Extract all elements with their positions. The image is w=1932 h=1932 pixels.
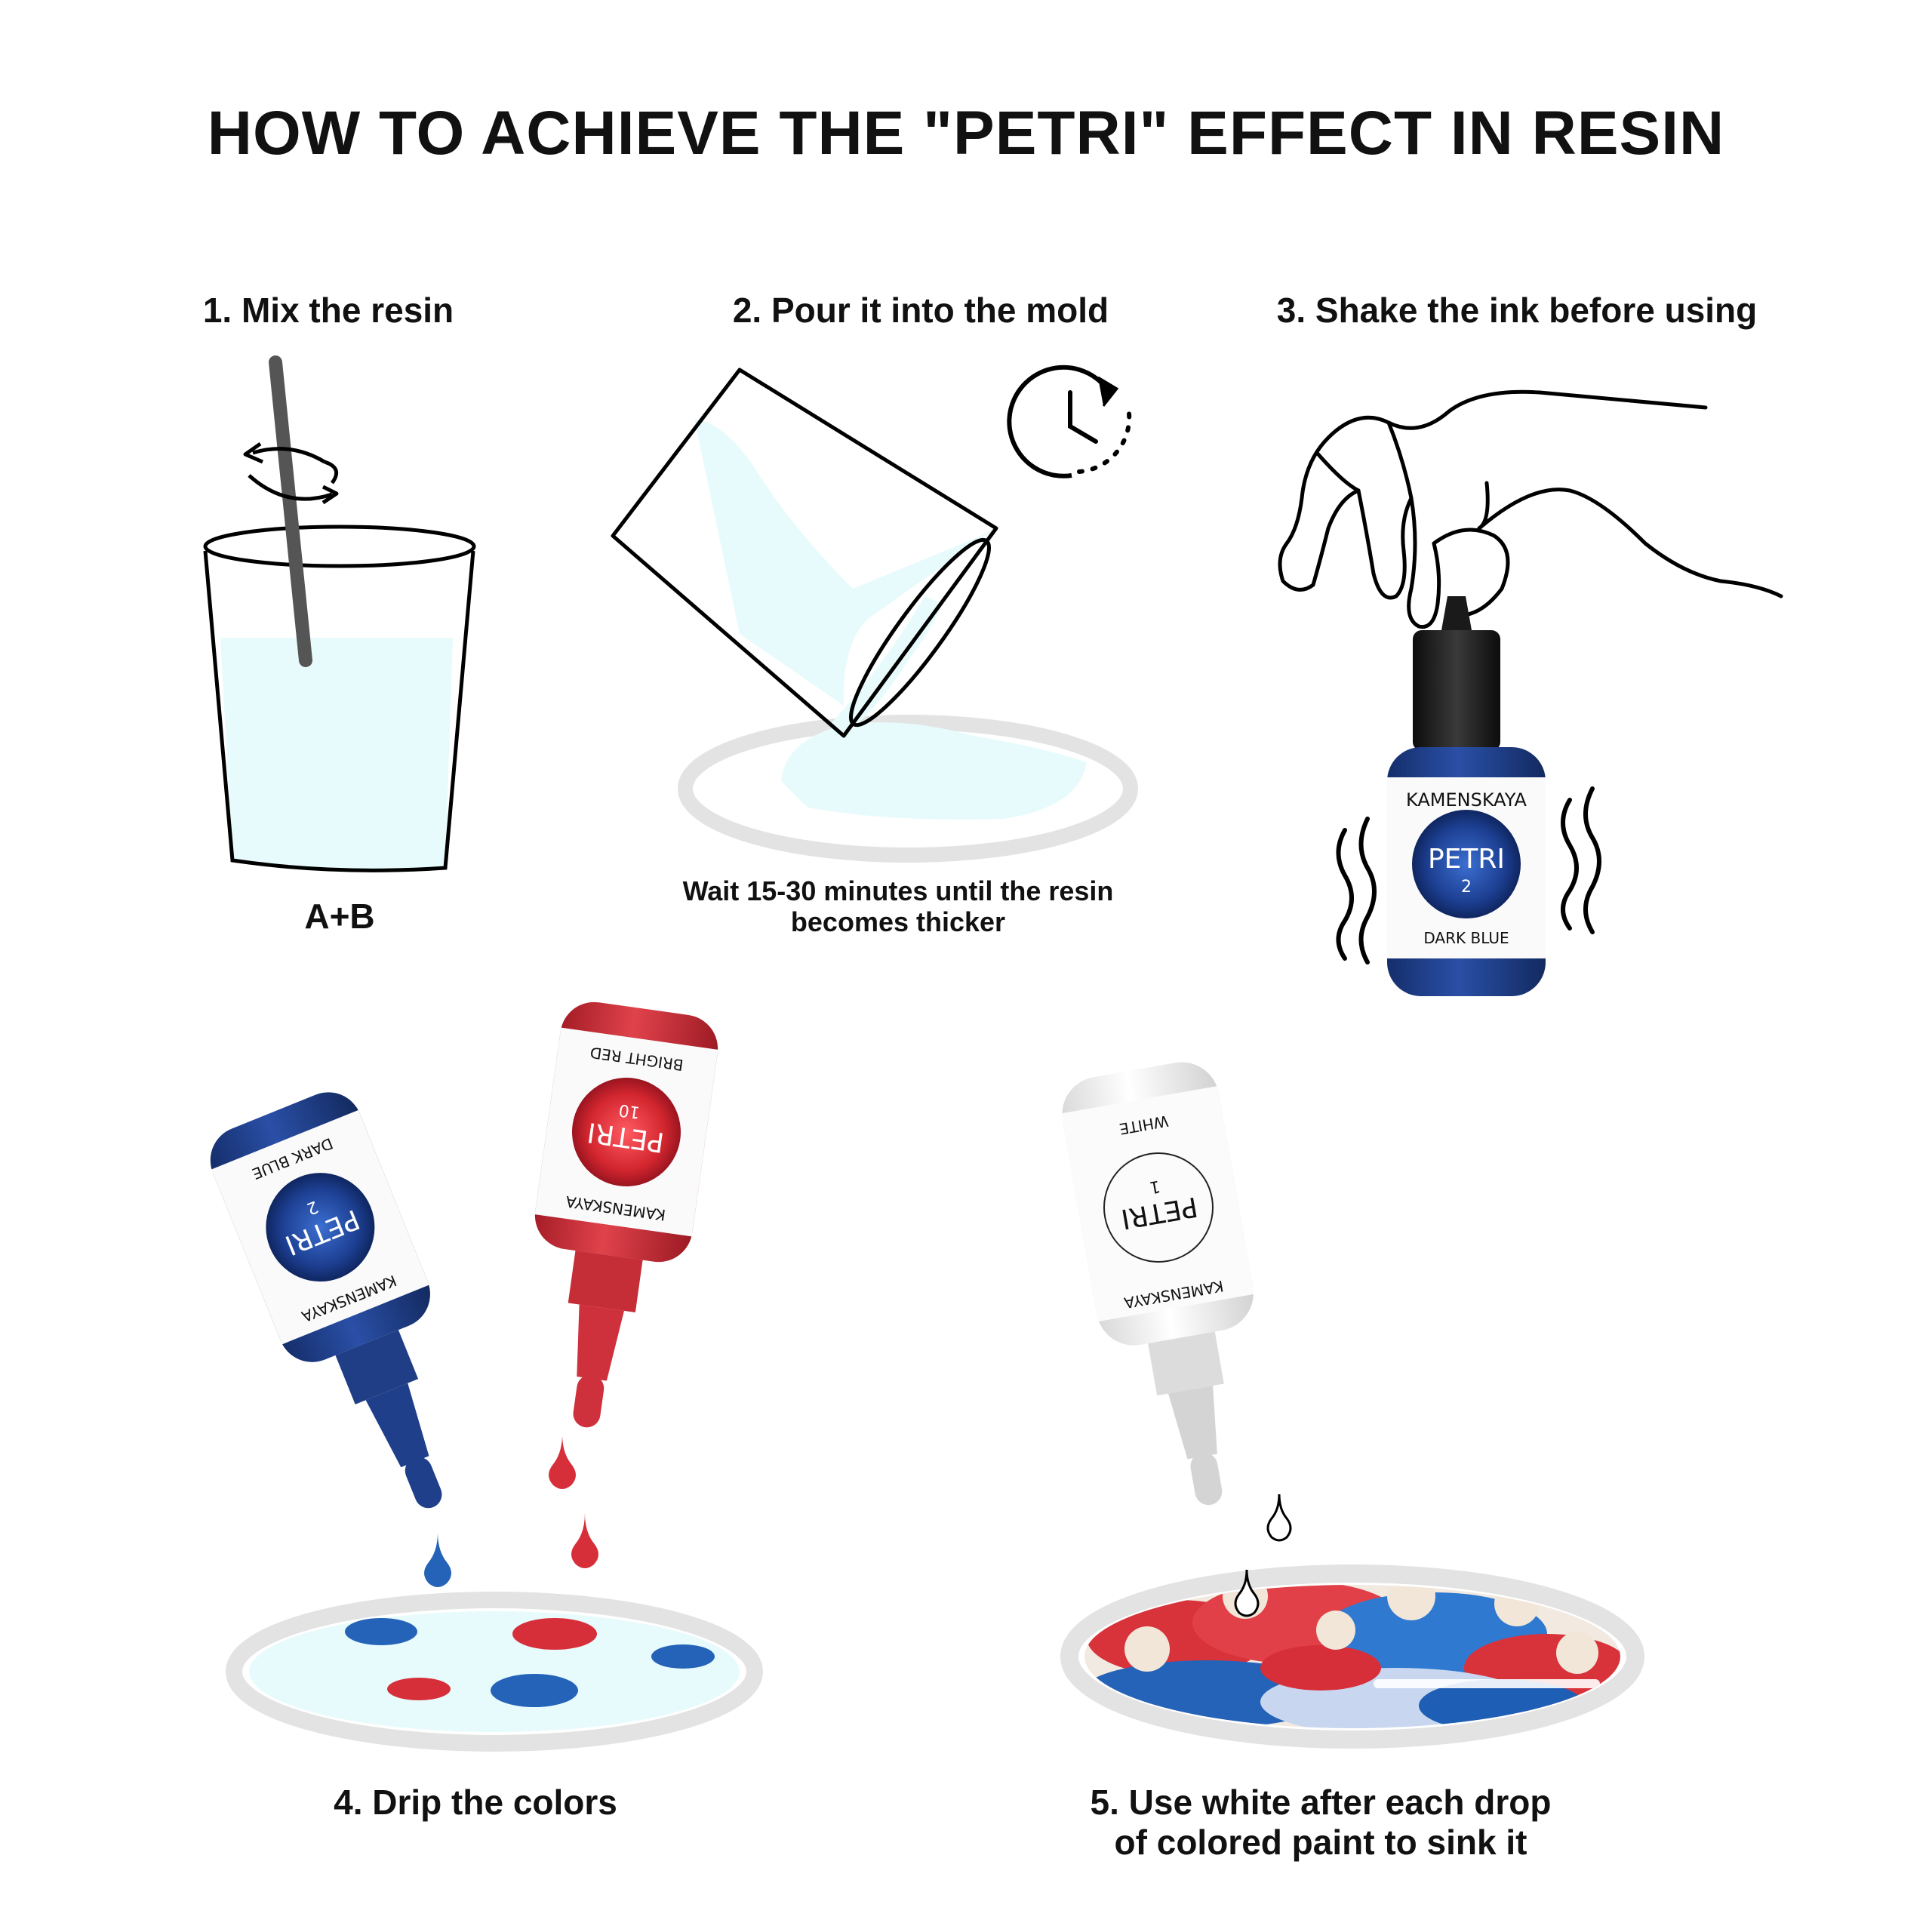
falling-red-drop [549,1434,576,1489]
red-drop-spot [387,1678,451,1700]
blue-drop-spot [651,1644,715,1669]
drip-colors-illustration: KAMENSKAYA PETRI 2 DARK BLUE KAMENSKAYA … [210,1001,763,1752]
bottle-brand: KAMENSKAYA [1406,789,1527,811]
bottle-nozzle [365,1383,429,1468]
petri-texture-circle [572,1078,681,1186]
resin-puddle [781,722,1087,820]
step-2-caption-line2: becomes thicker [790,906,1006,938]
dish-resin [249,1611,740,1732]
bottle-number: 10 [617,1100,641,1121]
cup-outline [203,550,475,872]
bottle-nozzle [577,1304,625,1381]
dark-blue-bottle-tilted: KAMENSKAYA PETRI 2 DARK BLUE [210,1092,442,1509]
mixing-cup-illustration [203,355,476,872]
red-drop-spot [512,1618,597,1650]
petri-texture-circle [1412,810,1521,918]
cup-rim [203,525,476,568]
step-1-caption: A+B [304,897,375,936]
blue-drop-spot [345,1618,417,1645]
step-5-label: 5. Use white after each drop of colored … [1034,1783,1607,1863]
step-4-label: 4. Drip the colors [334,1783,617,1822]
falling-white-drop [1234,1569,1260,1617]
resin-in-tilted-cup [694,419,996,706]
step-2-caption-line1: Wait 15-30 minutes until the resin [682,875,1114,906]
falling-red-drop [571,1513,598,1568]
falling-blue-drop [424,1532,451,1587]
bottle-label [1061,1085,1254,1322]
pouring-illustration [611,365,1138,863]
white-sink-illustration: KAMENSKAYA PETRI 1 WHITE [1060,1062,1644,1749]
resin-in-cup [220,638,453,871]
bottle-nozzle [1168,1386,1217,1460]
hand-outline [1278,389,1783,629]
bottle-neck [568,1251,643,1312]
white-bottle-tilted: KAMENSKAYA PETRI 1 WHITE [1061,1062,1254,1506]
step-5-label-line2: of colored paint to sink it [1114,1822,1527,1862]
bottle-cap [1413,630,1500,751]
falling-white-drop [1266,1494,1292,1542]
tilted-cup-rim [849,537,991,728]
step-5-label-line1: 5. Use white after each drop [1090,1783,1552,1822]
bright-red-bottle-tilted: KAMENSKAYA PETRI 10 BRIGHT RED [534,1001,718,1428]
shaking-illustration: KAMENSKAYA PETRI 2 DARK BLUE [1278,389,1783,996]
bottle-tip [405,1457,442,1509]
resin-stream [830,596,943,740]
bottle-tip [573,1374,605,1428]
bottle-number: 2 [1461,878,1472,897]
step-3-label: 3. Shake the ink before using [1276,291,1758,330]
bottle-neck [335,1330,419,1404]
step-1-label: 1. Mix the resin [202,291,454,330]
bottle-neck [1148,1331,1224,1396]
petri-circle-outline [1103,1152,1214,1263]
shake-lines-icon [1336,786,1601,964]
timer-icon [1007,365,1132,478]
bottle-tip [1190,1452,1223,1506]
step-2-caption: Wait 15-30 minutes until the resin becom… [634,875,1162,938]
blue-drop-spot [491,1674,578,1707]
tilted-cup-outline [611,368,998,738]
petri-texture-circle [266,1173,375,1282]
rotate-arrows-icon [243,441,339,505]
bottle-tip [1441,596,1472,630]
bottle-name: PETRI [1428,844,1505,875]
bottle-number: 1 [1148,1176,1161,1196]
bottle-color-name: DARK BLUE [1423,929,1509,947]
dark-blue-bottle-upright: KAMENSKAYA PETRI 2 DARK BLUE [1387,596,1546,996]
page-title: HOW TO ACHIEVE THE "PETRI" EFFECT IN RES… [207,99,1725,168]
step-2-label: 2. Pour it into the mold [732,291,1109,330]
stir-stick [269,355,312,667]
